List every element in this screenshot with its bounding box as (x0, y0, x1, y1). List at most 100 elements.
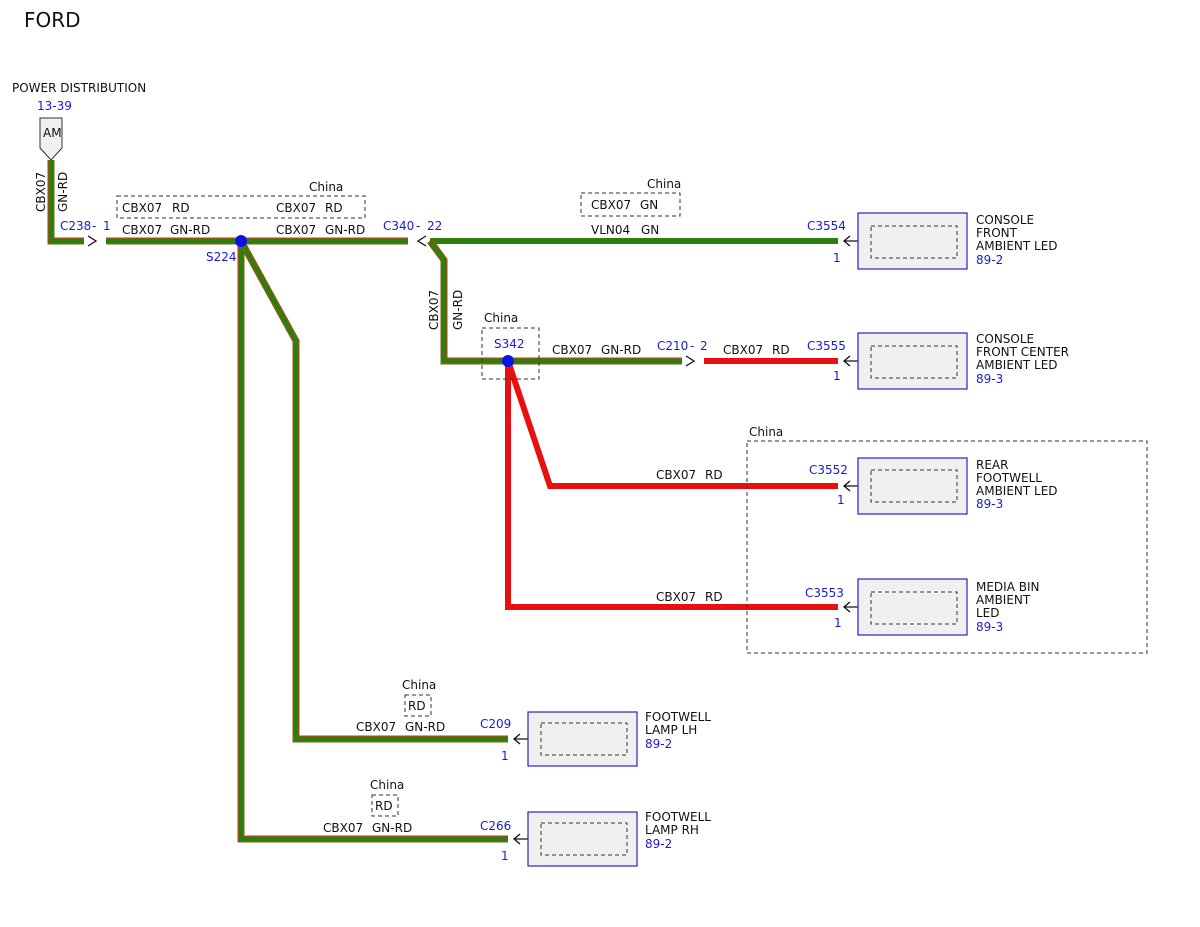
connector-c3553-ref: C3553 (805, 586, 844, 600)
variant-box-c3554 (580, 192, 681, 217)
component-ref: 89-3 (976, 372, 1003, 386)
connector-c210-pin: 2 (700, 339, 708, 353)
component-label-line: LED (976, 606, 1000, 620)
component-rear-footwell: REAR FOOTWELL AMBIENT LED 89-3 (857, 457, 1058, 515)
component-label-line: FOOTWELL (645, 710, 711, 724)
wire-label-color: RD (705, 468, 723, 482)
variant-box-s342 (481, 327, 540, 380)
connector-dash: - (690, 339, 694, 353)
wire-label-circuit: CBX07 (34, 172, 48, 212)
wire-label-color: RD (705, 590, 723, 604)
component-label-line: REAR (976, 458, 1008, 472)
variant-box-rh (371, 794, 399, 817)
wire-label-color: GN-RD (372, 821, 412, 835)
wire-media-bin (505, 361, 838, 610)
component-footwell-lamp-rh: FOOTWELL LAMP RH 89-2 (527, 810, 711, 867)
variant-circuit: CBX07 (276, 201, 316, 215)
component-label-line: AMBIENT LED (976, 484, 1058, 498)
fuse-pentagon-icon (39, 117, 63, 161)
c210-arrow-icon (685, 355, 696, 367)
splice-s224-icon (235, 235, 247, 247)
wire-label-circuit: CBX07 (723, 343, 763, 357)
c340-arrow-icon (416, 235, 427, 247)
variant-color: RD (325, 201, 343, 215)
wire-label-color: GN-RD (56, 172, 70, 212)
component-label-line: MEDIA BIN (976, 580, 1040, 594)
variant-color: RD (172, 201, 190, 215)
c209-arrow-icon (512, 733, 528, 745)
wire-label-circuit: CBX07 (552, 343, 592, 357)
connector-c209-ref: C209 (480, 717, 511, 731)
component-ref: 89-2 (645, 737, 672, 751)
variant-label: China (370, 778, 404, 792)
component-label-line: FRONT CENTER (976, 345, 1069, 359)
connector-c266-pin: 1 (501, 849, 509, 863)
splice-s342-icon (502, 355, 514, 367)
variant-label: China (749, 425, 783, 439)
wire-label-circuit: VLN04 (591, 223, 630, 237)
connector-dash: - (416, 219, 420, 233)
component-label-line: CONSOLE (976, 213, 1034, 227)
variant-circuit: CBX07 (122, 201, 162, 215)
wire-label-color: GN-RD (170, 223, 210, 237)
c266-arrow-icon (512, 833, 528, 845)
wire-footwell-lh (237, 239, 508, 743)
component-label-line: AMBIENT LED (976, 239, 1058, 253)
wire-label-color: GN-RD (451, 290, 465, 330)
wire-label-color: GN-RD (325, 223, 365, 237)
wire-label-circuit: CBX07 (276, 223, 316, 237)
wire-label-color: RD (772, 343, 790, 357)
component-label-line: LAMP RH (645, 823, 699, 837)
component-label-line: LAMP LH (645, 723, 697, 737)
wire-label-circuit: CBX07 (427, 290, 441, 330)
variant-box-main (116, 195, 366, 219)
brand-title: FORD (24, 8, 81, 32)
wire-label-circuit: CBX07 (356, 720, 396, 734)
splice-s342-label: S342 (494, 337, 525, 351)
connector-dash: - (92, 219, 96, 233)
splice-s224-label: S224 (206, 250, 237, 264)
wire-label-color: GN (641, 223, 659, 237)
connector-c340-pin: 22 (427, 219, 442, 233)
connector-c340-ref: C340 (383, 219, 414, 233)
variant-label: China (647, 177, 681, 191)
fuse-label: AM (43, 126, 62, 140)
c3554-arrow-icon (842, 235, 858, 247)
variant-box-rear-group (746, 440, 1148, 654)
component-console-front: CONSOLE FRONT AMBIENT LED 89-2 (857, 212, 1058, 270)
component-arrows (512, 235, 858, 845)
connector-c3554-ref: C3554 (807, 219, 846, 233)
variant-color: RD (375, 799, 393, 813)
connector-c3554-pin: 1 (833, 251, 841, 265)
variant-label: China (484, 311, 518, 325)
connector-c3552-pin: 1 (837, 493, 845, 507)
component-ref: 89-2 (976, 253, 1003, 267)
variant-box-outlines (116, 192, 1148, 817)
connector-c3555-ref: C3555 (807, 339, 846, 353)
wire-footwell-rh (237, 241, 508, 843)
connector-c3553-pin: 1 (834, 616, 842, 630)
wire-label-circuit: CBX07 (656, 468, 696, 482)
component-ref: 89-2 (645, 837, 672, 851)
component-label-line: AMBIENT (976, 593, 1031, 607)
connector-c3552-ref: C3552 (809, 463, 848, 477)
variant-label: China (402, 678, 436, 692)
c3552-arrow-icon (842, 480, 858, 492)
connector-c209-pin: 1 (501, 749, 509, 763)
component-media-bin: MEDIA BIN AMBIENT LED 89-3 (857, 578, 1040, 636)
wire-label-color: GN-RD (405, 720, 445, 734)
c3555-arrow-icon (842, 355, 858, 367)
component-label-line: FOOTWELL (645, 810, 711, 824)
wire-rear-footwell (505, 360, 838, 489)
connector-c238-pin: 1 (103, 219, 111, 233)
power-distribution-ref: 13-39 (37, 99, 72, 113)
wire-label-color: GN-RD (601, 343, 641, 357)
component-label-line: CONSOLE (976, 332, 1034, 346)
connector-c210-ref: C210 (657, 339, 688, 353)
component-console-front-center: CONSOLE FRONT CENTER AMBIENT LED 89-3 (857, 332, 1069, 390)
c238-arrow-icon (87, 235, 98, 247)
variant-box-lh (404, 694, 432, 717)
component-label-line: AMBIENT LED (976, 358, 1058, 372)
